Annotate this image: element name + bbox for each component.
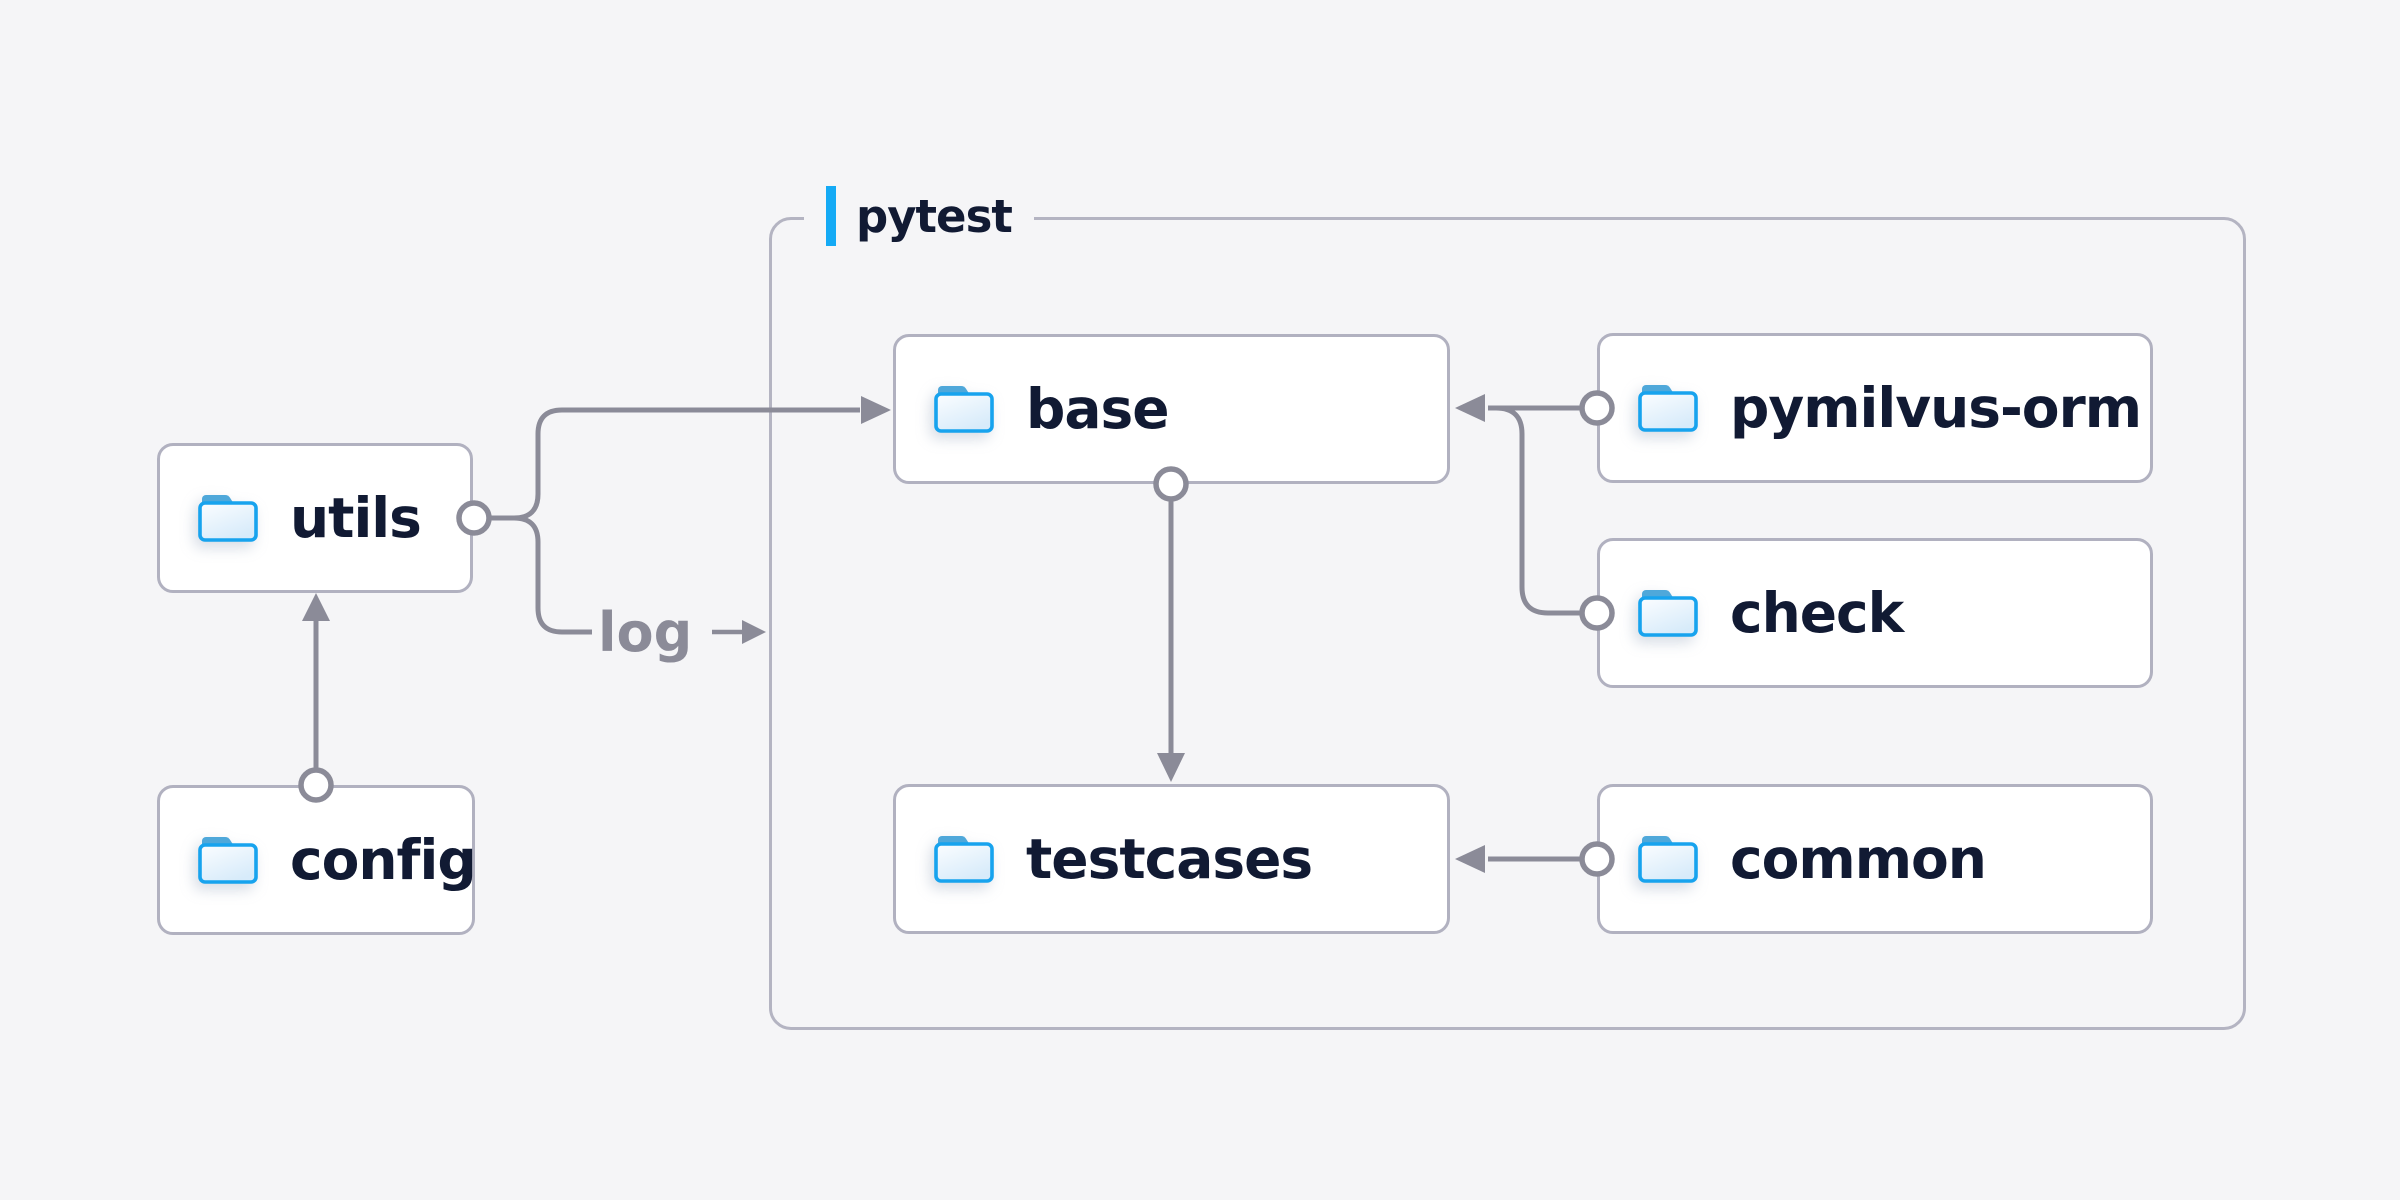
node-label: pymilvus-orm [1730, 376, 2142, 440]
edge-label-log: log [598, 600, 693, 664]
pytest-container-title: pytest [856, 189, 1013, 243]
node-label: common [1730, 827, 1987, 891]
node-base: base [893, 334, 1450, 484]
node-testcases: testcases [893, 784, 1450, 934]
folder-icon [198, 495, 258, 542]
node-check: check [1597, 538, 2153, 688]
node-label: utils [290, 486, 422, 550]
node-label: testcases [1026, 827, 1313, 891]
folder-icon [1638, 385, 1698, 432]
folder-icon [934, 836, 994, 883]
node-label: config [290, 828, 477, 892]
pytest-container-label: pytest [804, 184, 1034, 248]
edge-utils-log [513, 515, 592, 635]
accent-bar [826, 186, 836, 246]
folder-icon [1638, 590, 1698, 637]
arrowhead-config-utils [302, 593, 330, 621]
arrowhead-log-pytest [742, 620, 766, 644]
folder-icon [1638, 836, 1698, 883]
node-pymilvus-orm: pymilvus-orm [1597, 333, 2153, 483]
node-label: base [1026, 377, 1170, 441]
folder-icon [198, 837, 258, 884]
node-label: check [1730, 581, 1904, 645]
node-common: common [1597, 784, 2153, 934]
node-utils: utils [157, 443, 473, 593]
pytest-container-box [769, 217, 2246, 1030]
node-config: config [157, 785, 477, 935]
folder-icon [934, 386, 994, 433]
